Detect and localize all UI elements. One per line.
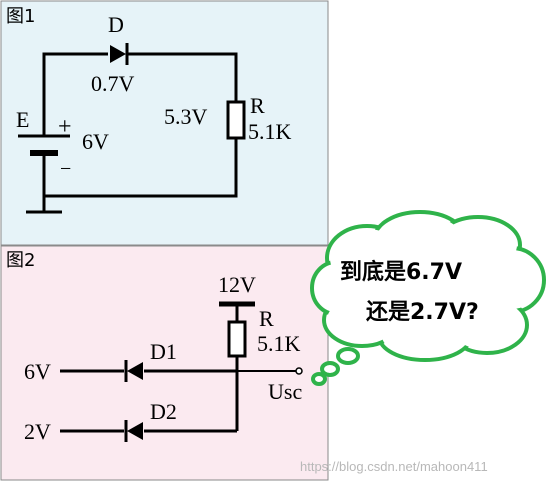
diode-d-symbol [110, 43, 129, 65]
diode-d1-label: D1 [150, 339, 177, 364]
battery-e-label: E [16, 107, 29, 132]
resistor-r2-value: 5.1K [257, 331, 301, 356]
diode-d-drop: 0.7V [91, 71, 135, 96]
figure1-panel [0, 0, 329, 246]
resistor-r-voltage: 5.3V [164, 104, 208, 129]
figure2-wires [60, 304, 296, 433]
figure2-label: 图2 [6, 250, 35, 271]
diode-d-label: D [108, 12, 124, 37]
resistor-r2-label: R [259, 306, 274, 331]
figure1-wires [42, 52, 238, 212]
output-terminal [295, 367, 303, 375]
battery-minus-sign: − [60, 158, 71, 180]
supply-label: 12V [218, 272, 256, 297]
input2-label: 2V [24, 419, 51, 444]
diode-d2-label: D2 [150, 399, 177, 424]
input1-label: 6V [24, 359, 51, 384]
figure2-panel [0, 245, 329, 481]
resistor-r-symbol [226, 100, 246, 140]
battery-e-symbol [18, 134, 70, 214]
diode-d2-symbol [124, 420, 143, 442]
resistor-r2-symbol [227, 320, 247, 358]
diode-d1-symbol [124, 360, 143, 382]
resistor-r-label: R [250, 93, 265, 118]
output-label: Usc [268, 379, 302, 404]
thought-bubble-fill [315, 215, 541, 357]
bubble-line-2: 还是2.7V? [365, 300, 479, 325]
watermark: https://blog.csdn.net/mahoon411 [300, 459, 488, 474]
figure1-label: 图1 [6, 6, 35, 27]
bubble-line-1: 到底是6.7V [340, 259, 462, 285]
battery-e-value: 6V [82, 129, 109, 154]
battery-plus-sign: + [58, 114, 72, 140]
resistor-r-value: 5.1K [248, 119, 292, 144]
